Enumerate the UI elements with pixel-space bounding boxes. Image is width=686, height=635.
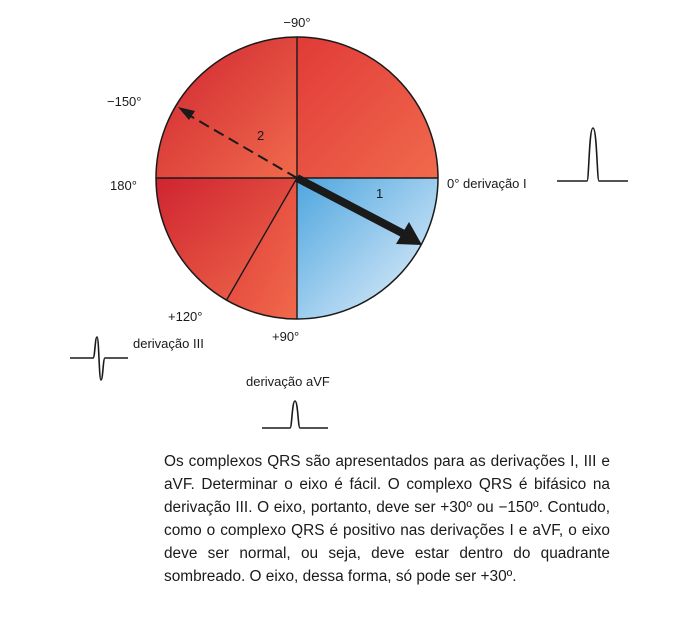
- qrs-lead1-waveform: [557, 127, 628, 182]
- figure-caption: Os complexos QRS são apresentados para a…: [164, 453, 610, 585]
- vector-2-shaft: [186, 113, 298, 179]
- label-lead3: derivação III: [133, 336, 204, 351]
- label-0-lead1: 0° derivação I: [447, 176, 527, 191]
- vector-1-arrowhead: [396, 222, 422, 245]
- sector-top-right: [297, 37, 438, 178]
- vector-1-shaft: [295, 174, 406, 238]
- vector-2-label: 2: [257, 128, 264, 143]
- label-minus150: −150°: [107, 94, 141, 109]
- qrs-avf-waveform: [262, 400, 328, 429]
- vector-2-arrowhead: [178, 107, 195, 120]
- sector-bottom-small: [226, 178, 297, 319]
- label-plus90: +90°: [272, 329, 299, 344]
- label-180: 180°: [110, 178, 137, 193]
- sector-top-left: [156, 37, 297, 178]
- label-avf: derivação aVF: [246, 374, 330, 389]
- label-minus90: −90°: [283, 15, 310, 30]
- vector-1-label: 1: [376, 186, 383, 201]
- sector-bottom-left: [156, 178, 297, 301]
- sector-shaded-quadrant: [297, 178, 438, 319]
- hexaxial-diagram: −90° −150° 180° 0° derivação I +120° +90…: [70, 15, 628, 429]
- label-plus120: +120°: [168, 309, 202, 324]
- qrs-lead3-waveform: [70, 336, 128, 381]
- axis-plus120: [225, 177, 298, 301]
